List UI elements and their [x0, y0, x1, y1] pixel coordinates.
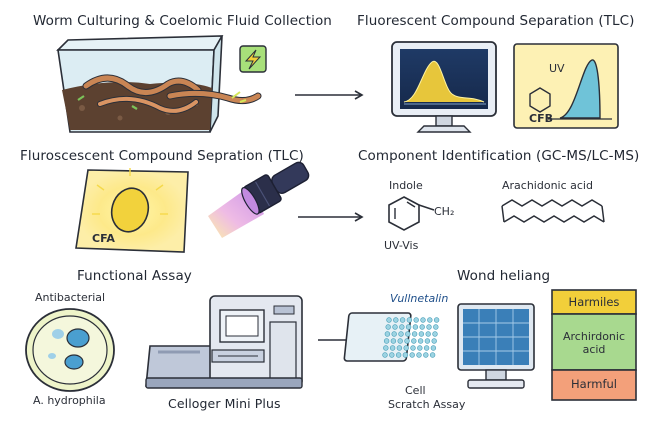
microplate-well [393, 317, 399, 323]
scratch-assay-screen-icon [457, 303, 535, 389]
microplate-well [385, 324, 391, 330]
healing-title: Wond heliang [457, 268, 551, 284]
microplate-well [425, 331, 431, 337]
microplate-well [403, 345, 409, 351]
vulnetalin-label: Vullnetalin [390, 292, 449, 305]
arachidonic-label: Arachidonic acid [502, 179, 593, 192]
scratch-label: Scratch Assay [388, 398, 466, 411]
microplate-well [405, 324, 412, 330]
microplate-well [389, 345, 396, 351]
microplate-well [402, 352, 409, 358]
uvvis-label: UV-Vis [384, 239, 419, 252]
flashlight-icon [208, 161, 310, 238]
microplate-well [411, 338, 417, 344]
microplate-well [433, 324, 439, 330]
worm-tank-icon [56, 35, 262, 133]
microplate-well [429, 352, 436, 358]
microplate-well [396, 345, 403, 351]
cfa-plate-icon [75, 168, 189, 253]
microplate-well [420, 317, 426, 323]
cfa-label: CFA [92, 232, 115, 245]
microplate-well [416, 352, 422, 358]
microplate-well [389, 352, 395, 358]
legend-top-label: Harmiles [568, 295, 620, 309]
microplate-well [418, 331, 425, 337]
microplate-well [406, 317, 413, 323]
microplate-well [410, 345, 416, 351]
microplate-well [427, 317, 433, 323]
microplate-well [382, 352, 388, 358]
microplate-well [383, 338, 390, 344]
microplate-well [383, 345, 389, 351]
component-title: Component Identification (GC-MS/LC-MS) [358, 148, 640, 164]
functional-title: Functional Assay [77, 268, 192, 284]
uv-label: UV [549, 62, 565, 75]
microplate-icon [343, 312, 440, 362]
microplate-well [386, 317, 392, 323]
legend-middle-label: Archirdonic acid [563, 330, 625, 356]
microplate-well [391, 331, 397, 337]
microplate-well [419, 324, 425, 330]
microplate-well [395, 352, 402, 358]
microplate-well [431, 338, 437, 344]
microplate-well [398, 331, 404, 337]
petri-dish-icon [25, 308, 115, 392]
worm-panel-title: Worm Culturing & Coelomic Fluid Collecti… [33, 13, 332, 29]
cell-label: Cell [405, 384, 426, 397]
microplate-well [412, 324, 419, 330]
organism-label: A. hydrophila [33, 394, 106, 407]
cfb-label: CFB [529, 112, 553, 125]
uv-spectrum-icon [513, 43, 619, 129]
tlc-top-title: Fluorescent Compound Separation (TLC) [357, 13, 635, 29]
microplate-well [426, 324, 432, 330]
microplate-well [423, 352, 429, 358]
microplate-well [433, 317, 440, 323]
microplate-well [399, 324, 405, 330]
antibacterial-label: Antibacterial [35, 291, 106, 304]
indole-label: Indole [389, 179, 423, 192]
legend-column [551, 289, 637, 401]
indole-structure-icon [388, 196, 435, 231]
microplate-well [405, 331, 411, 337]
microplate-well [404, 338, 410, 344]
microplate-well [423, 345, 430, 351]
microplate-well [399, 317, 406, 323]
ch2-label: CH₂ [434, 205, 455, 218]
legend-bottom-label: Harmful [571, 377, 617, 391]
microplate-well [409, 352, 415, 358]
microplate-well [411, 331, 418, 337]
lightning-icon [239, 45, 267, 73]
microplate-well [417, 338, 424, 344]
device-label: Celloger Mini Plus [168, 396, 281, 411]
monitor-icon [391, 41, 497, 133]
incubator-icon [145, 295, 303, 389]
fatty-acid-chain-icon [501, 199, 605, 223]
microplate-well [430, 345, 437, 351]
microplate-well [397, 338, 403, 344]
microplate-well [432, 331, 438, 337]
microplate-well [417, 345, 423, 351]
microplate-well [424, 338, 431, 344]
microplate-well [390, 338, 397, 344]
tlc-mid-title: Fluroscescent Compound Sepration (TLC) [20, 148, 304, 164]
microplate-well [392, 324, 398, 330]
microplate-well [384, 331, 391, 337]
microplate-well [413, 317, 419, 323]
